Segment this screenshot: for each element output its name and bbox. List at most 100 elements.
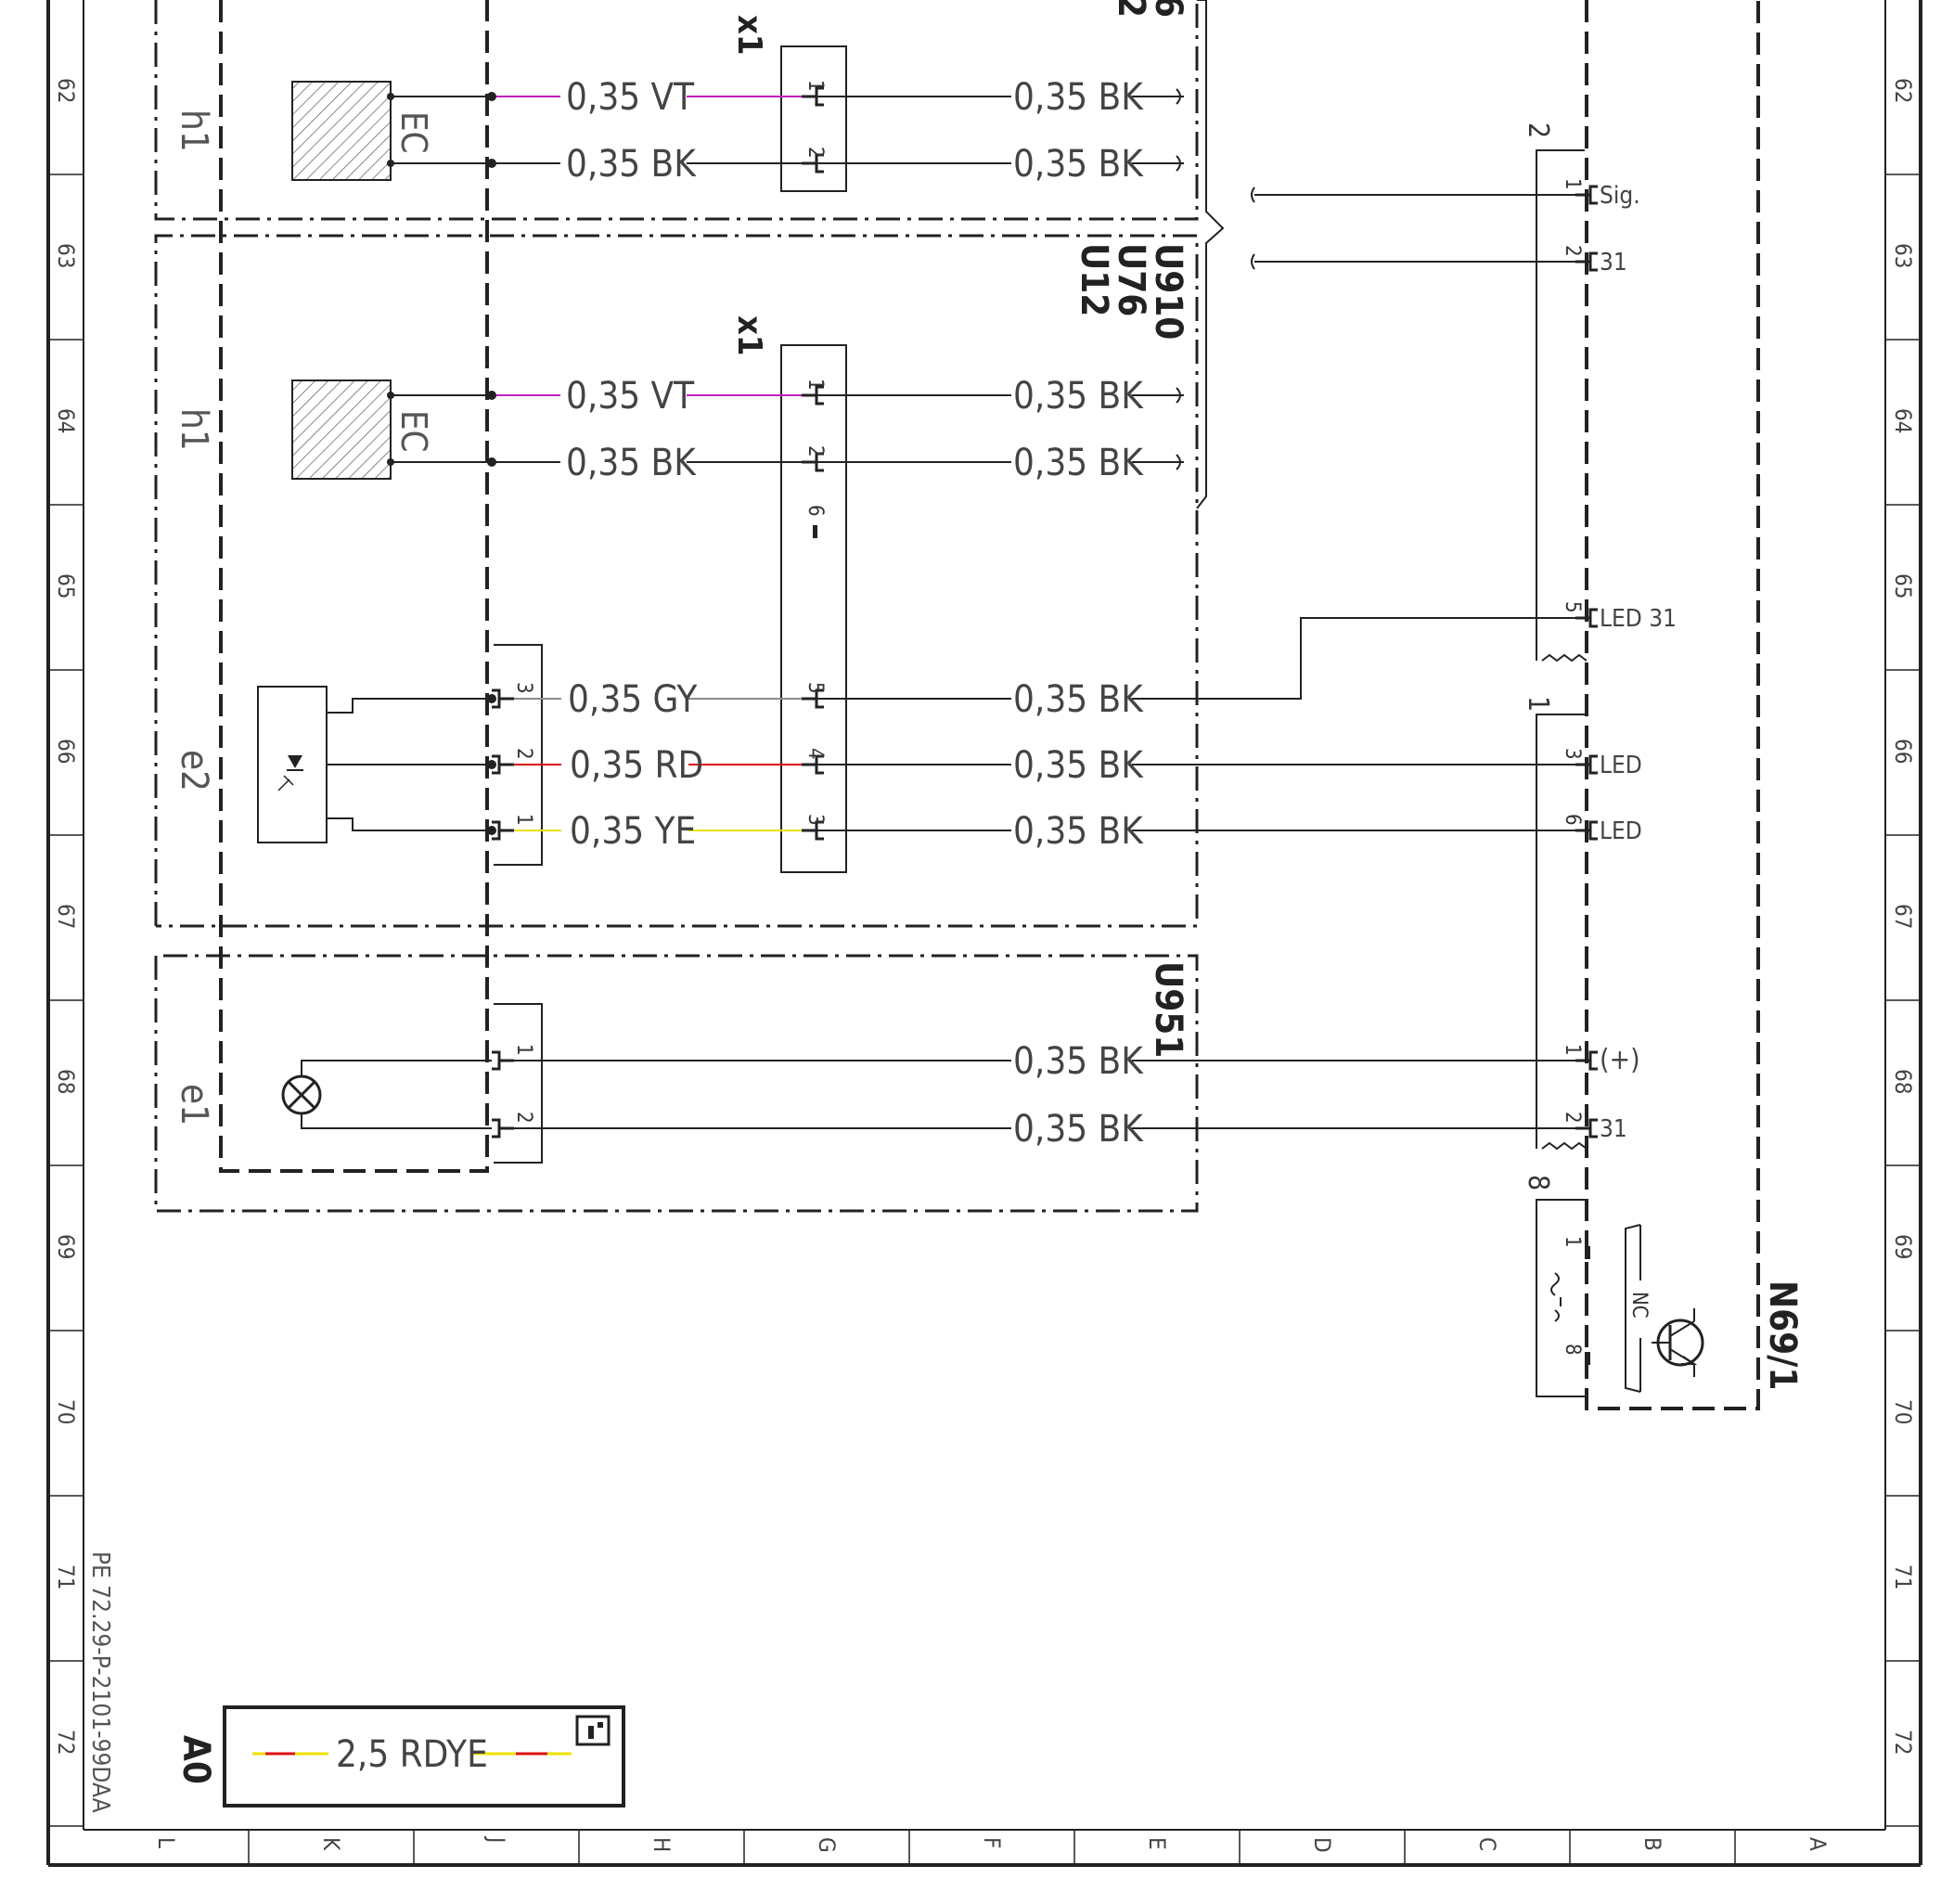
pin-label-plus: (+) <box>1600 1044 1640 1076</box>
component-e1: e1 <box>173 1084 215 1126</box>
pin-terminal <box>802 385 824 405</box>
row-number-label: 71 <box>1890 1564 1916 1589</box>
component-n69-1: N69/1 <box>1761 1280 1804 1390</box>
wire-label: 0,35 BK <box>1013 810 1144 853</box>
column-letter-label: A <box>1805 1837 1831 1851</box>
wire-label: 0,35 YE <box>570 810 696 853</box>
group-label-fragment-b: 2 <box>1110 0 1152 18</box>
pin-terminal <box>802 820 824 841</box>
break-mark-1 <box>1541 653 1588 663</box>
break-mark-2 <box>1541 1141 1588 1151</box>
pin-number: 2 <box>803 445 827 457</box>
column-letter-label: K <box>318 1837 344 1851</box>
pin-terminal <box>1575 754 1598 775</box>
pin-terminal <box>802 452 824 472</box>
row-number-label: 66 <box>1890 739 1916 764</box>
document-id: PE 72.29-P-2101-99DAA <box>86 1551 114 1813</box>
pin-terminal <box>802 153 824 174</box>
column-letter-label: B <box>1639 1837 1665 1851</box>
pin-terminal <box>1585 1246 1590 1259</box>
wire-labels: 0,35 VT 0,35 BK 0,35 BK 0,35 BK 0,35 VT … <box>566 76 1144 1151</box>
pin-number: 1 <box>803 80 827 92</box>
pin-number: 1 <box>1561 178 1584 190</box>
row-number-label: 66 <box>53 739 79 764</box>
wire-label: 0,35 VT <box>566 375 695 418</box>
wire-label: 0,35 BK <box>1013 744 1144 787</box>
pin-terminal <box>802 86 824 107</box>
component-labels: h1 h1 e2 e1 EC EC x1 x1 6 2 U910 U76 U12… <box>86 0 1804 1813</box>
pin-terminal <box>492 688 514 709</box>
wire-label: 0,35 BK <box>1013 1040 1144 1083</box>
connector-number-1: 1 <box>1522 696 1554 712</box>
legend-label-a0: A0 <box>174 1735 217 1784</box>
wire-label: 0,35 BK <box>1013 76 1144 119</box>
pin-number: 2 <box>803 147 827 159</box>
pin-number: 3 <box>512 682 535 694</box>
pin-number: 2 <box>1561 245 1584 257</box>
row-number-label: 72 <box>53 1730 79 1755</box>
row-number-label: 62 <box>1890 78 1916 103</box>
wire-label: 0,35 BK <box>1013 375 1144 418</box>
pin-number: 6 <box>803 505 827 517</box>
pin-label-led: LED <box>1600 817 1642 845</box>
wire-end-arrow <box>1171 88 1184 105</box>
pin-terminal <box>1575 1050 1598 1071</box>
wire-end-arrow <box>1171 155 1184 172</box>
wire-label: 0,35 BK <box>1013 1108 1144 1151</box>
pin-side-labels: Sig. 31 LED 31 LED LED (+) 31 <box>1600 182 1677 1143</box>
connector-label-x1-mid: x1 <box>730 315 768 355</box>
column-letter-label: J <box>483 1835 509 1843</box>
column-letter-label: L <box>153 1837 179 1848</box>
wire-label: 0,35 RD <box>570 744 703 787</box>
pin-number: 5 <box>803 682 827 694</box>
transistor-icon <box>1652 1308 1704 1377</box>
pin-terminal <box>492 1118 514 1139</box>
nc-bracket <box>1550 1224 1641 1393</box>
pin-terminal <box>492 1050 514 1071</box>
column-letter-label: E <box>1144 1837 1170 1850</box>
wire-label: 0,35 BK <box>1013 143 1144 186</box>
row-number-label: 64 <box>1890 408 1916 433</box>
wire-label: 0,35 GY <box>568 678 698 721</box>
wire-end-arrow <box>1171 387 1184 404</box>
pin-terminal-marks <box>492 86 1598 1365</box>
group-label-u951: U951 <box>1147 961 1189 1058</box>
wire-label: 0,35 BK <box>1013 678 1144 721</box>
led-component-e2 <box>257 686 492 843</box>
column-letter-label: D <box>1309 1837 1335 1853</box>
row-number-label: 63 <box>1890 243 1916 268</box>
component-e2: e2 <box>173 750 215 791</box>
inner-frames <box>219 0 1760 1410</box>
wire-label: 0,35 VT <box>566 76 695 119</box>
column-letter-label: H <box>649 1837 675 1852</box>
bulb-icon <box>281 1060 492 1129</box>
legend-wire-label: 2,5 RDYE <box>336 1733 488 1776</box>
column-letter-label: G <box>814 1837 840 1853</box>
pin-terminal <box>1585 1352 1590 1365</box>
row-number-label: 62 <box>53 78 79 103</box>
row-number-label: 63 <box>53 243 79 268</box>
sheet-frame <box>46 0 1922 1867</box>
row-number-label: 68 <box>1890 1069 1916 1094</box>
junction-dots <box>387 92 496 835</box>
connector-label-x1-top: x1 <box>730 15 768 55</box>
pin-terminal <box>1575 1118 1598 1139</box>
group-label-u910: U910 <box>1147 243 1189 340</box>
column-letter-label: F <box>979 1837 1005 1848</box>
pin-number: 3 <box>1561 748 1584 760</box>
pin-number: 1 <box>512 1044 535 1056</box>
pin-number: 1 <box>803 379 827 391</box>
pin-label-sig: Sig. <box>1600 182 1640 210</box>
group-brace <box>1196 0 1225 509</box>
legend-box: 2,5 RDYE A0 <box>174 1705 625 1808</box>
component-h1-mid: h1 <box>173 408 215 451</box>
pin-number: 2 <box>1561 1112 1584 1124</box>
pin-number: 1 <box>1561 1044 1584 1056</box>
pin-terminal <box>802 754 824 775</box>
nc-label: NC <box>1627 1292 1651 1319</box>
row-number-label: 65 <box>1890 573 1916 598</box>
group-label-u76: U76 <box>1110 243 1152 316</box>
